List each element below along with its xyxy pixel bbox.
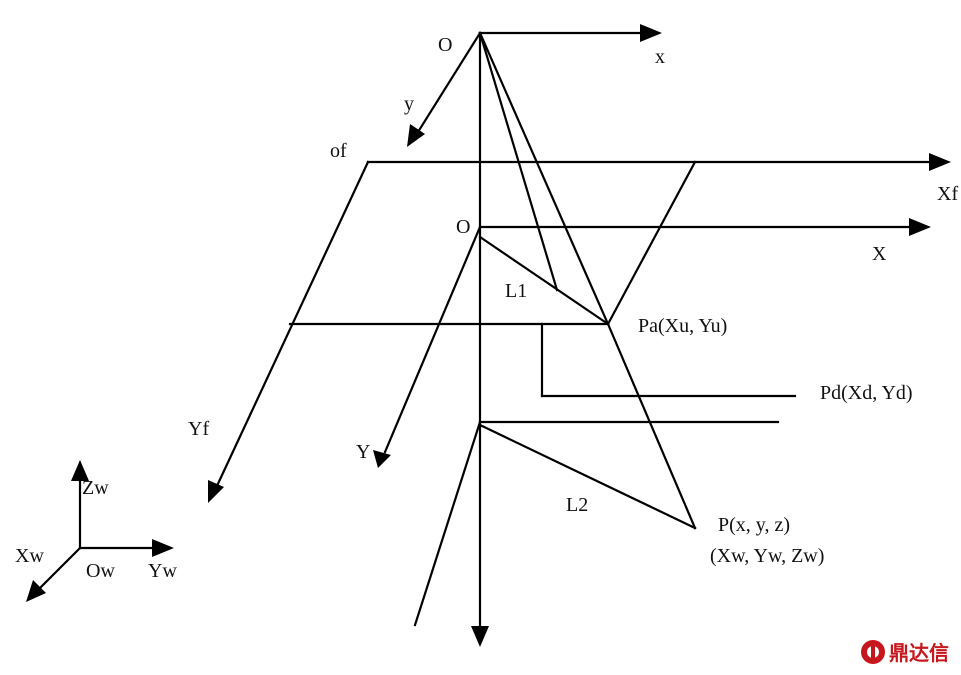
projection-rays bbox=[478, 31, 697, 530]
p-world-label: (Xw, Yw, Zw) bbox=[710, 545, 824, 567]
sensor-x-label: X bbox=[872, 243, 887, 265]
sensor-origin-label: O bbox=[456, 216, 470, 238]
world-x-label: Xw bbox=[15, 545, 44, 567]
l1-label: L1 bbox=[505, 280, 527, 302]
image-plane-yf-label: Yf bbox=[188, 418, 209, 440]
image-plane-right-edge bbox=[606, 160, 697, 326]
watermark-text: 鼎达信 bbox=[889, 641, 949, 665]
image-plane-xf-arrowhead bbox=[929, 153, 951, 171]
object-plane bbox=[413, 420, 780, 627]
line-l2 bbox=[478, 423, 697, 530]
p-label: P(x, y, z) bbox=[718, 514, 790, 536]
world-y-label: Yw bbox=[148, 560, 177, 582]
sensor-y-label: Y bbox=[356, 441, 370, 463]
world-x-arrowhead bbox=[26, 580, 46, 602]
l2-label: L2 bbox=[566, 494, 588, 516]
watermark-logo: 鼎达信 bbox=[861, 640, 949, 665]
sensor-y-axis-arrowhead bbox=[373, 450, 391, 468]
world-y-arrowhead bbox=[152, 539, 174, 557]
image-plane bbox=[208, 153, 951, 503]
ray-to-pa bbox=[478, 31, 610, 326]
world-z-label: Zw bbox=[82, 477, 109, 499]
world-origin-label: Ow bbox=[86, 560, 115, 582]
world-frame bbox=[26, 460, 174, 602]
camera-origin-label: O bbox=[438, 34, 452, 56]
camera-x-label: x bbox=[655, 46, 665, 68]
camera-x-axis-arrowhead bbox=[640, 24, 662, 42]
pa-label: Pa(Xu, Yu) bbox=[638, 315, 727, 337]
world-x-axis-line bbox=[35, 546, 82, 593]
image-plane-xf-label: Xf bbox=[937, 183, 958, 205]
camera-y-axis-arrowhead bbox=[407, 124, 425, 147]
sensor-frame bbox=[373, 218, 931, 468]
object-lower-line bbox=[413, 420, 482, 627]
pd-bracket bbox=[540, 322, 797, 398]
sensor-x-axis-arrowhead bbox=[909, 218, 931, 236]
ray-pa-to-p bbox=[606, 322, 697, 530]
image-plane-yf-arrowhead bbox=[208, 480, 224, 503]
ray-to-distorted-point bbox=[478, 31, 559, 292]
world-z-arrowhead bbox=[71, 460, 89, 481]
camera-frame bbox=[407, 24, 662, 647]
sensor-y-axis-line bbox=[383, 225, 482, 454]
camera-y-label: y bbox=[404, 93, 414, 115]
optical-axis-arrowhead bbox=[471, 626, 489, 647]
pd-label: Pd(Xd, Yd) bbox=[820, 382, 913, 404]
camera-y-axis-line bbox=[416, 31, 482, 134]
line-l1 bbox=[478, 235, 610, 326]
image-plane-origin-label: of bbox=[330, 140, 347, 162]
